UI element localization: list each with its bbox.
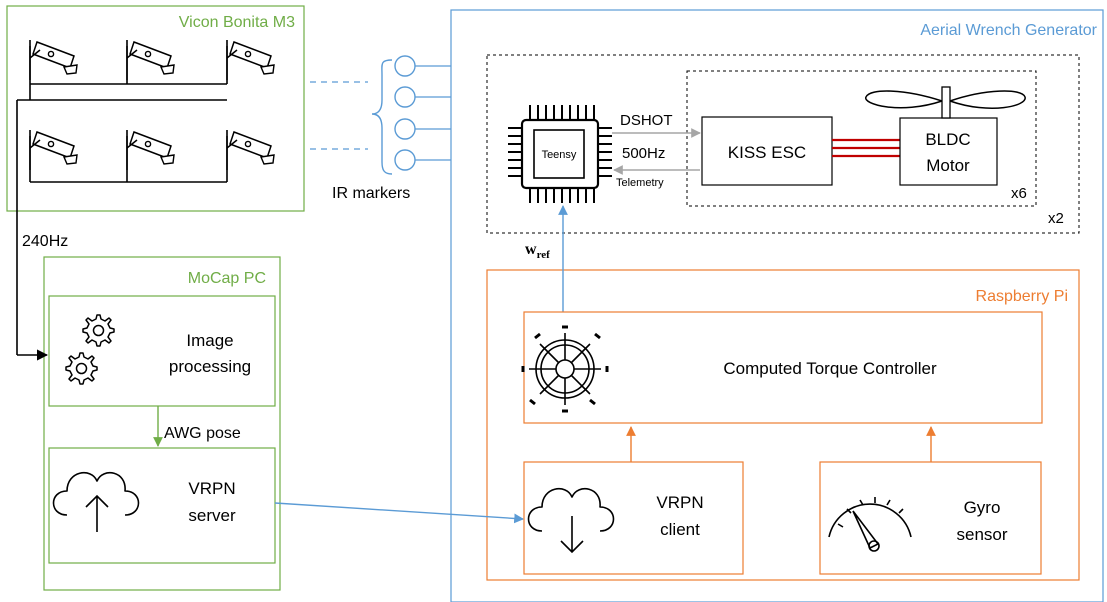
propeller-icon: [865, 86, 1026, 119]
vrpn-client-line2: client: [660, 520, 700, 539]
ir-sight-lines: [310, 81, 368, 150]
chip-icon: [508, 105, 612, 203]
camera-icon: [126, 131, 175, 171]
marker-icon: [394, 149, 416, 171]
mocap-frame: [43, 256, 281, 591]
vrpn-server-line2: server: [188, 506, 236, 525]
rate-500-label: 500Hz: [622, 145, 665, 162]
marker-icon: [394, 118, 416, 140]
camera-icon: [226, 41, 275, 81]
cloud-upload-icon: [52, 471, 140, 532]
brace-icon: [371, 59, 393, 175]
vrpn-server-line1: VRPN: [188, 479, 235, 498]
ir-marker-group: [394, 55, 451, 171]
kiss-esc-block: [701, 116, 833, 186]
camera-icon: [126, 41, 175, 81]
cloud-download-icon: [527, 487, 615, 554]
controller-label: Computed Torque Controller: [723, 359, 937, 378]
rate-240-label: 240Hz: [22, 233, 68, 250]
awg-pose-label: AWG pose: [164, 425, 241, 442]
awg-frame: [450, 9, 1104, 602]
ship-wheel-icon: [521, 325, 609, 413]
camera-icon: [29, 41, 78, 81]
vrpn-client-line1: VRPN: [656, 493, 703, 512]
rpi-title: Raspberry Pi: [976, 288, 1068, 305]
telemetry-label: Telemetry: [616, 177, 664, 189]
marker-icon: [394, 55, 416, 77]
vrpn-link-arrow: [274, 502, 524, 524]
propulsion-unit-frame: [486, 54, 1080, 234]
image-processing-line2: processing: [169, 357, 251, 376]
motor-phase-wires: [832, 138, 900, 158]
wref-label: wref: [525, 241, 550, 261]
gyro-sensor-block: [819, 461, 1042, 575]
bldc-motor-block: [899, 117, 998, 186]
bldc-motor-line1: BLDC: [925, 130, 970, 149]
mocap-title: MoCap PC: [188, 270, 266, 287]
dshot-label: DSHOT: [620, 112, 673, 129]
controller-block: [523, 311, 1043, 424]
vicon-title: Vicon Bonita M3: [179, 14, 295, 31]
rpi-frame: [486, 269, 1080, 581]
kiss-esc-label: KISS ESC: [728, 143, 806, 162]
camera-icon: [29, 131, 78, 171]
awg-title: Aerial Wrench Generator: [920, 22, 1097, 39]
x2-label: x2: [1048, 210, 1064, 227]
vrpn-client-block: [523, 461, 744, 575]
marker-icon: [394, 86, 416, 108]
gauge-icon: [828, 497, 912, 552]
gyro-sensor-line1: Gyro: [964, 498, 1001, 517]
vrpn-server-block: [48, 447, 276, 564]
image-processing-line1: Image: [186, 331, 233, 350]
vicon-frame: [6, 5, 305, 212]
gyro-sensor-line2: sensor: [956, 525, 1007, 544]
motor-unit-frame: [686, 70, 1037, 207]
bldc-motor-line2: Motor: [926, 156, 970, 175]
camera-icon: [226, 131, 275, 171]
x6-label: x6: [1011, 185, 1027, 202]
image-processing-block: [48, 295, 276, 407]
ir-markers-label: IR markers: [332, 185, 410, 202]
camera-array: [16, 40, 275, 355]
teensy-label: Teensy: [542, 149, 577, 161]
